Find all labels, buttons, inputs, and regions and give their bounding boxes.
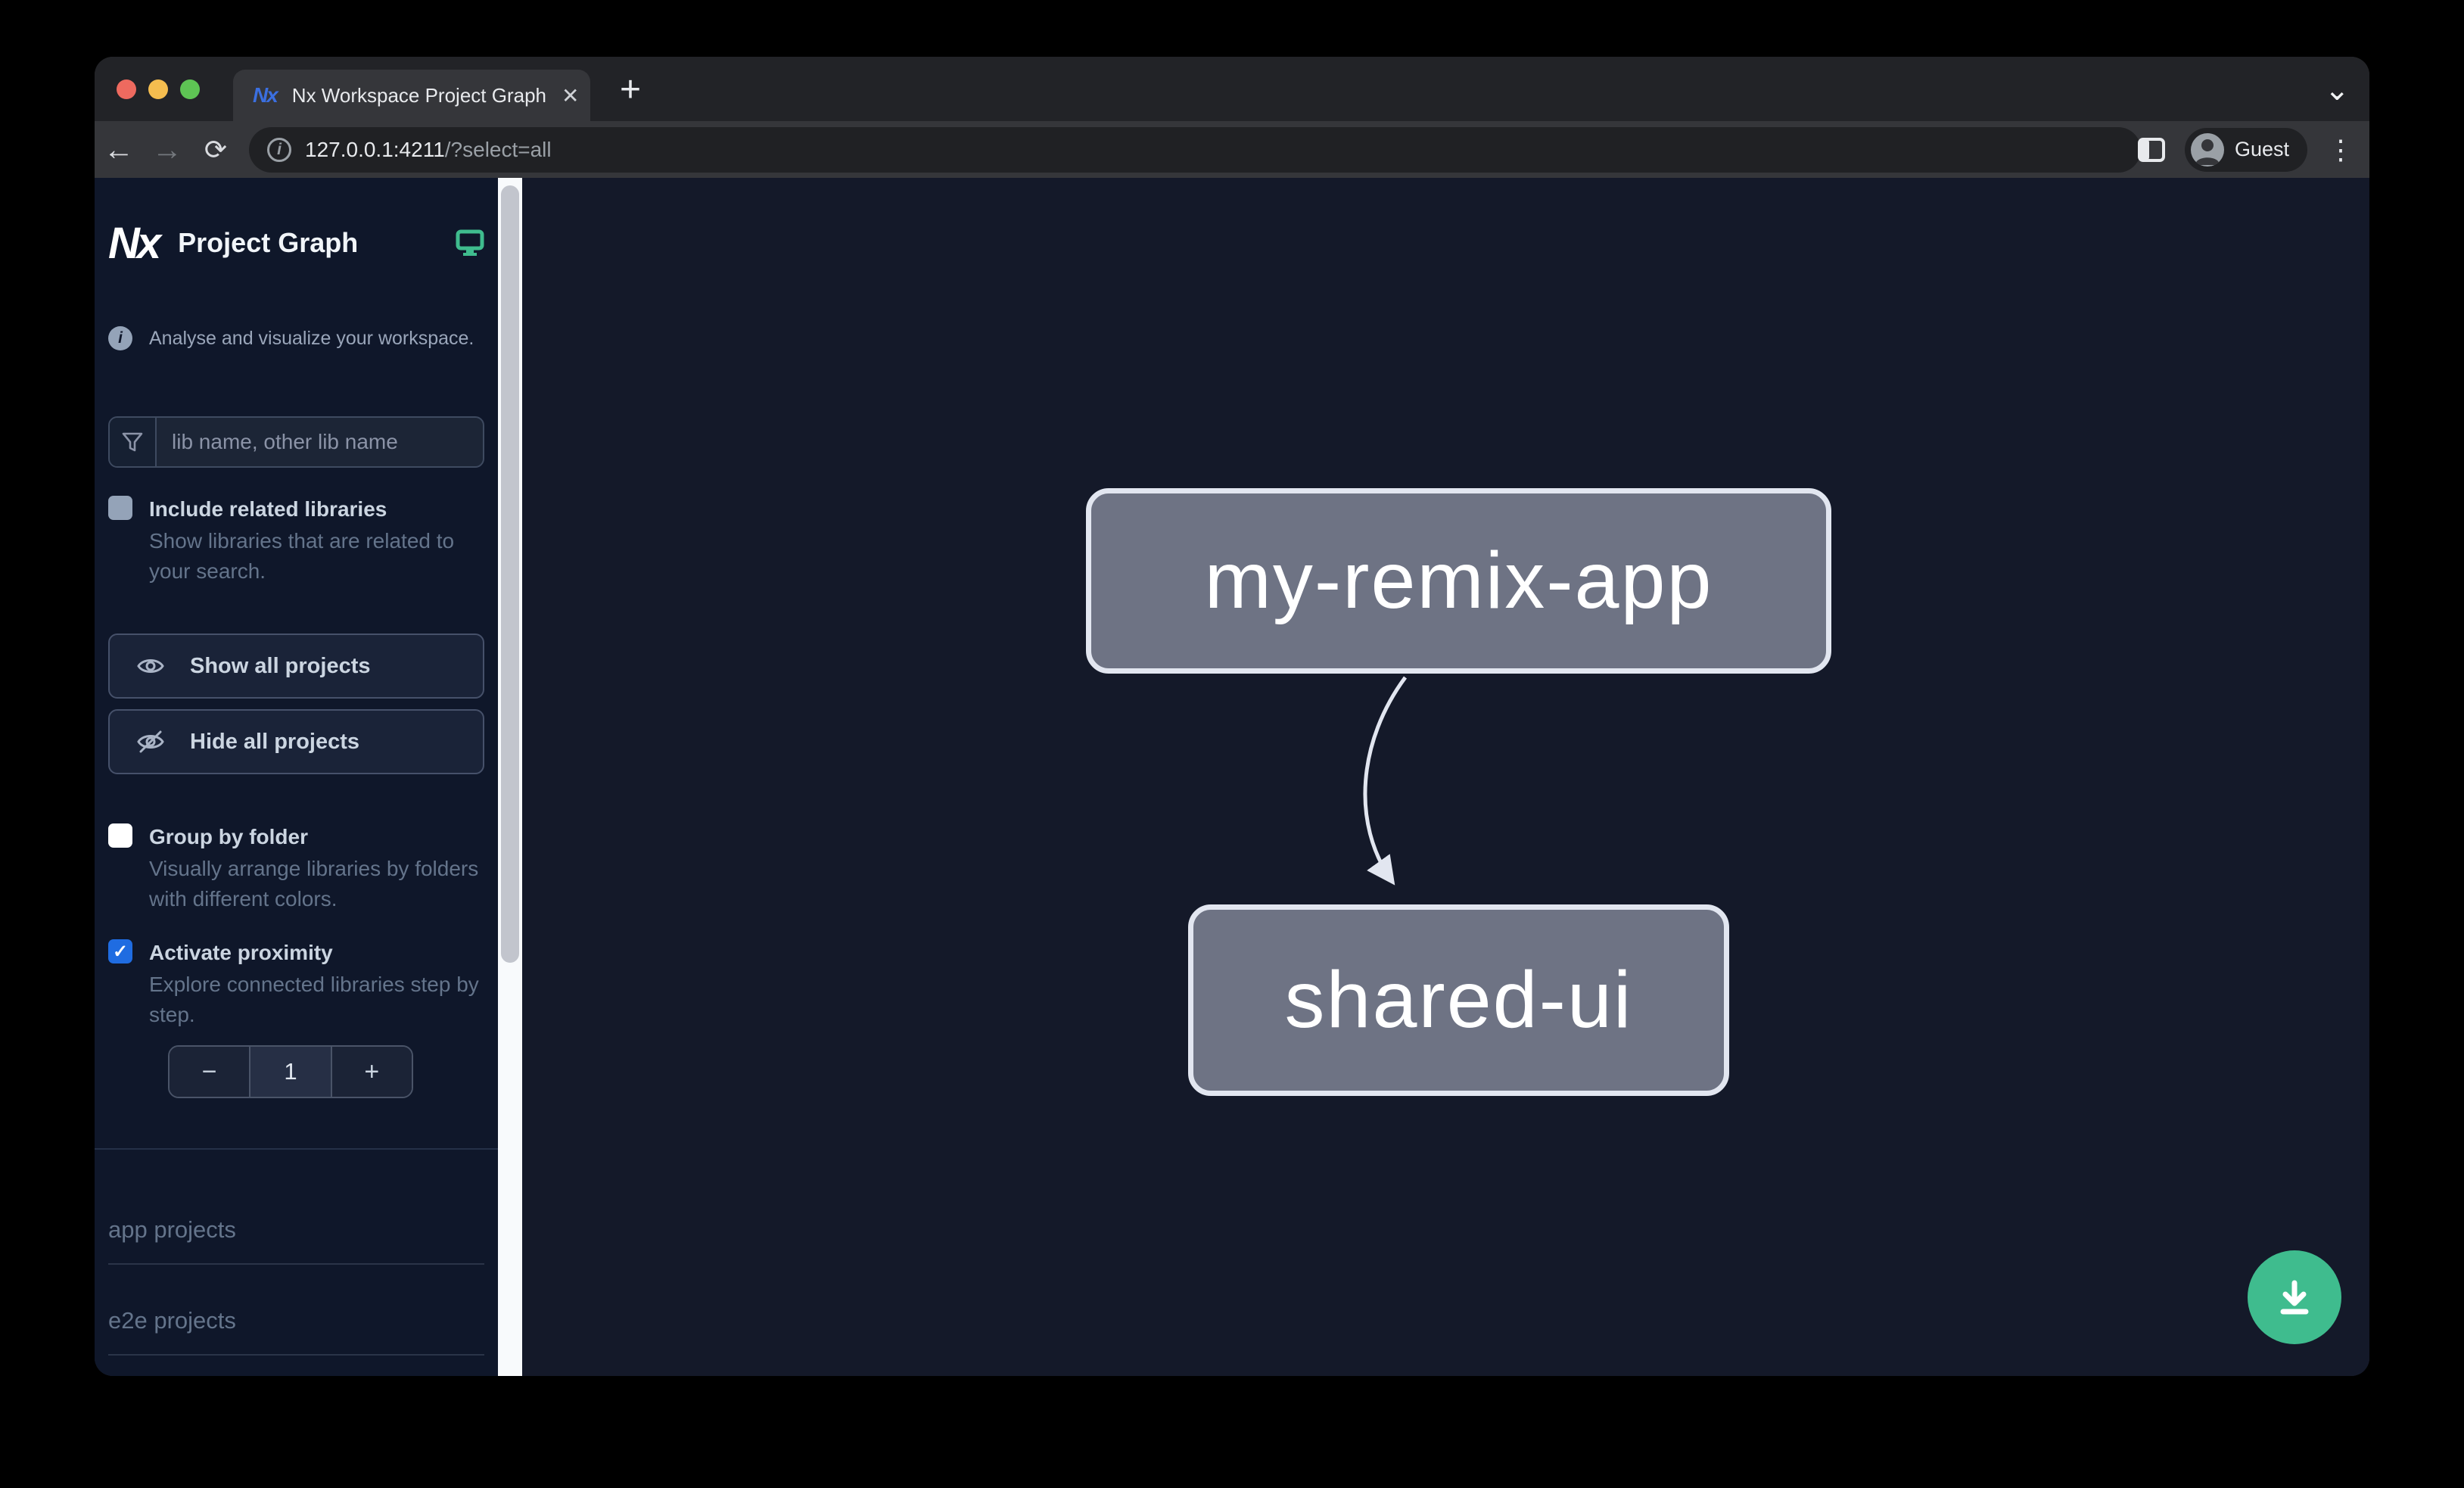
side-panel-icon[interactable] <box>2137 137 2165 162</box>
funnel-icon <box>110 418 157 466</box>
activate-proximity-checkbox[interactable]: ✓ <box>108 939 132 963</box>
url-host: 127.0.0.1:4211 <box>305 137 445 161</box>
browser-toolbar: ← → ⟳ i 127.0.0.1:4211/?select=all Guest <box>95 121 2369 178</box>
address-bar[interactable]: i 127.0.0.1:4211/?select=all <box>249 126 2141 173</box>
tab-close-icon[interactable]: ✕ <box>562 83 580 107</box>
site-info-icon[interactable]: i <box>267 137 291 162</box>
show-all-projects-label: Show all projects <box>190 653 371 678</box>
proximity-increment-button[interactable]: + <box>331 1047 412 1097</box>
page-title: Project Graph <box>178 227 359 258</box>
avatar <box>2190 132 2224 167</box>
filter-box <box>108 416 484 468</box>
include-related-row: Include related libraries Show libraries… <box>108 494 484 587</box>
page-content: Nx Project Graph i Analyse and visualize… <box>95 178 2369 1376</box>
forward-icon[interactable]: → <box>152 132 182 167</box>
profile-button[interactable]: Guest <box>2184 127 2307 172</box>
browser-tab[interactable]: Nx Nx Workspace Project Graph ✕ <box>233 70 590 121</box>
zoom-window-button[interactable] <box>180 79 200 99</box>
browser-window: Nx Nx Workspace Project Graph ✕ + ⌄ ← → … <box>95 57 2369 1376</box>
tagline-row: i Analyse and visualize your workspace. <box>108 326 484 350</box>
include-related-checkbox[interactable] <box>108 496 132 520</box>
sidebar: Nx Project Graph i Analyse and visualize… <box>95 178 498 1376</box>
group-by-folder-row: Group by folder Visually arrange librari… <box>108 822 484 914</box>
proximity-stepper: − 1 + <box>168 1045 413 1098</box>
new-tab-button[interactable]: + <box>619 69 642 110</box>
back-icon[interactable]: ← <box>104 132 134 167</box>
include-related-description: Show libraries that are related to your … <box>149 529 455 583</box>
group-by-folder-checkbox[interactable] <box>108 823 132 848</box>
reload-icon[interactable]: ⟳ <box>204 133 228 165</box>
activate-proximity-label: Activate proximity <box>149 941 333 964</box>
hide-all-projects-label: Hide all projects <box>190 729 360 754</box>
sidebar-header: Nx Project Graph <box>108 214 484 272</box>
node-label: my-remix-app <box>1204 536 1713 625</box>
activate-proximity-description: Explore connected libraries step by step… <box>149 973 479 1026</box>
browser-menu-icon[interactable]: ⋮ <box>2327 133 2354 165</box>
graph-canvas[interactable]: my-remix-app shared-ui <box>522 178 2369 1376</box>
toolbar-right-cluster: Guest ⋮ <box>2137 127 2354 172</box>
section-app-projects: app projects <box>108 1216 484 1265</box>
minimize-window-button[interactable] <box>148 79 168 99</box>
rankdir-monitor-icon[interactable] <box>456 229 484 257</box>
tab-strip: Nx Nx Workspace Project Graph ✕ + ⌄ <box>95 57 2369 121</box>
proximity-value: 1 <box>249 1047 332 1097</box>
url-text[interactable]: 127.0.0.1:4211/?select=all <box>305 138 552 162</box>
dependency-edge[interactable] <box>522 178 2369 1376</box>
group-by-folder-description: Visually arrange libraries by folders wi… <box>149 857 479 911</box>
info-icon: i <box>108 326 132 350</box>
activate-proximity-row: ✓ Activate proximity Explore connected l… <box>108 938 484 1030</box>
tab-title: Nx Workspace Project Graph <box>291 83 546 107</box>
search-tabs-chevron-icon[interactable]: ⌄ <box>2324 73 2350 107</box>
group-by-folder-label: Group by folder <box>149 825 308 848</box>
sidebar-scrollbar[interactable] <box>498 178 522 1376</box>
sidebar-divider <box>95 1148 498 1150</box>
scrollbar-thumb[interactable] <box>501 185 519 963</box>
download-graph-button[interactable] <box>2248 1250 2341 1344</box>
graph-node-my-remix-app[interactable]: my-remix-app <box>1086 488 1831 674</box>
window-controls <box>117 79 200 99</box>
nx-logo: Nx <box>108 218 161 268</box>
nx-favicon-icon: Nx <box>253 83 278 107</box>
include-related-label: Include related libraries <box>149 497 387 521</box>
filter-input[interactable] <box>157 418 483 466</box>
profile-label: Guest <box>2234 138 2289 160</box>
show-all-projects-button[interactable]: Show all projects <box>108 633 484 699</box>
download-icon <box>2280 1280 2309 1315</box>
close-window-button[interactable] <box>117 79 136 99</box>
graph-node-shared-ui[interactable]: shared-ui <box>1188 904 1729 1096</box>
section-e2e-projects: e2e projects <box>108 1307 484 1356</box>
url-path: /?select=all <box>444 137 552 161</box>
tagline-text: Analyse and visualize your workspace. <box>149 327 474 349</box>
hide-all-projects-button[interactable]: Hide all projects <box>108 709 484 774</box>
eye-off-icon <box>137 730 164 753</box>
node-label: shared-ui <box>1284 955 1633 1044</box>
eye-icon <box>137 659 164 673</box>
proximity-decrement-button[interactable]: − <box>170 1047 250 1097</box>
